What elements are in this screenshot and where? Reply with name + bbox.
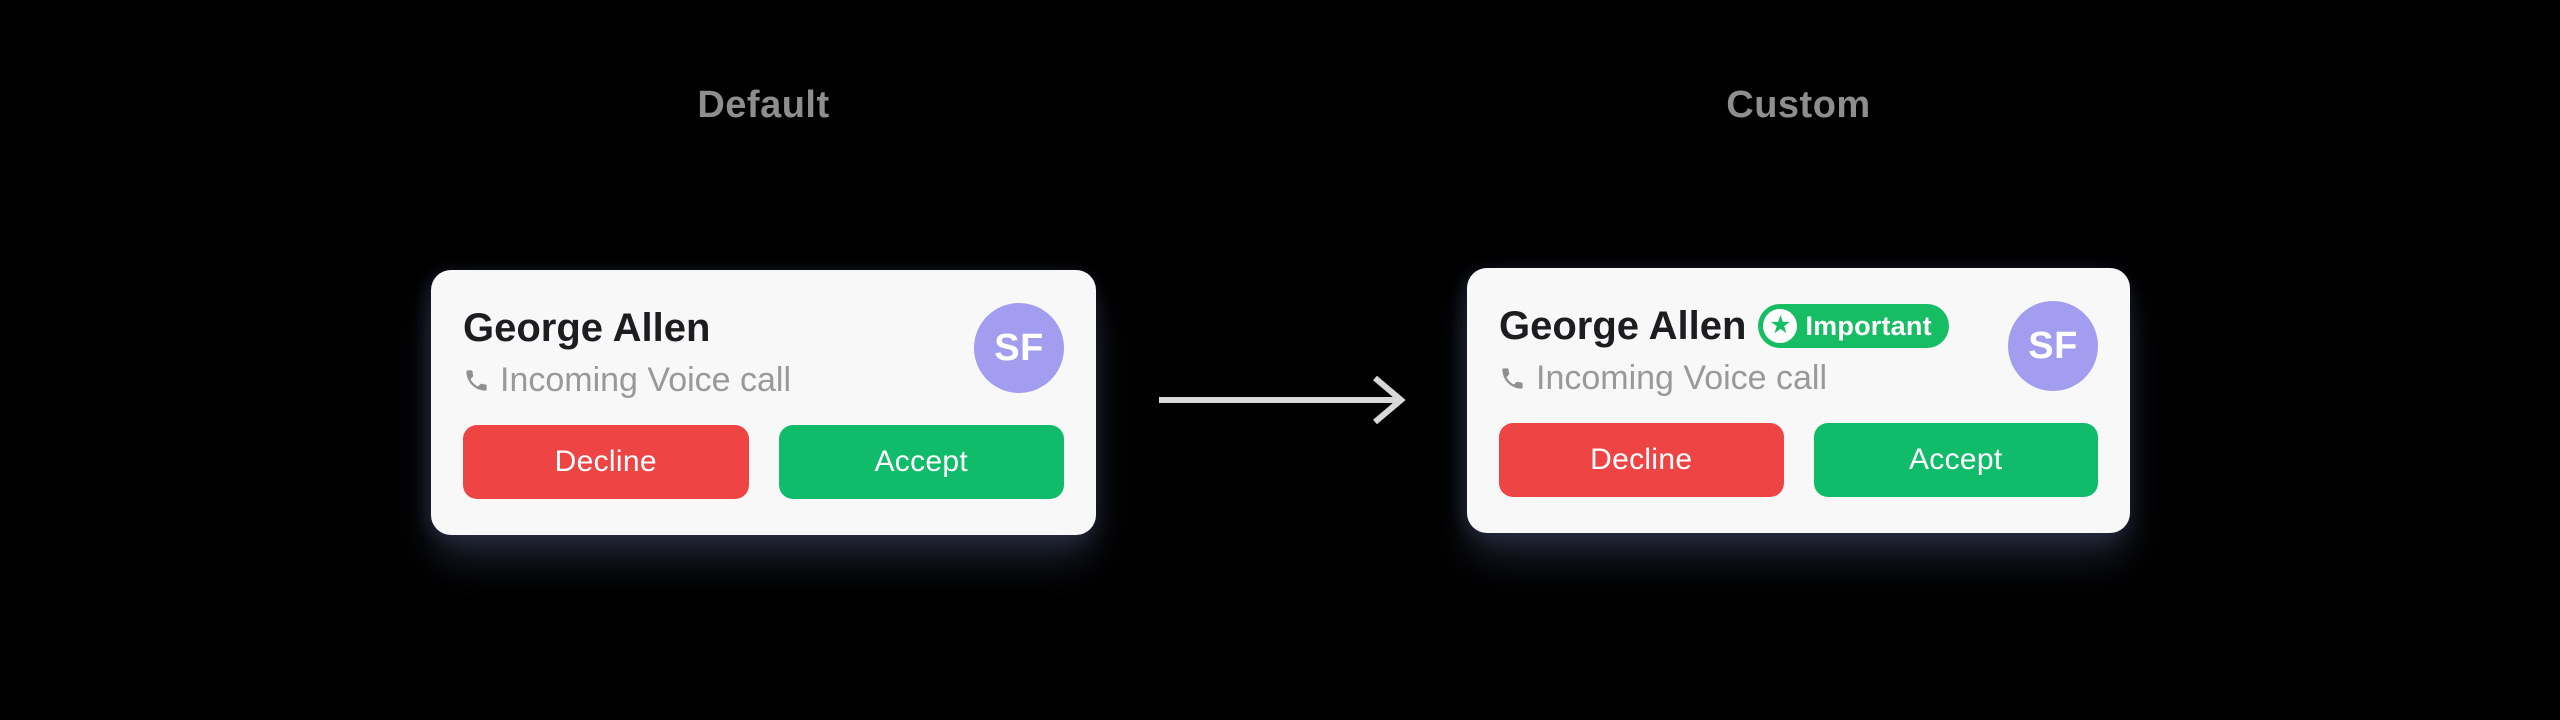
star-icon: ★ [1763,309,1798,343]
section-title-default: Default [697,84,830,126]
badge-label: Important [1805,310,1932,341]
name-row: George Allen [463,306,791,350]
section-title-custom: Custom [1726,84,1871,126]
avatar: SF [2008,301,2098,391]
card-header: George Allen ★ Important Incoming Voice … [1499,301,2098,398]
call-subtitle: Incoming Voice call [1536,359,1828,397]
call-actions: Decline Accept [1499,423,2098,497]
incoming-call-card-custom: George Allen ★ Important Incoming Voice … [1467,268,2130,533]
caller-block: George Allen ★ Important Incoming Voice … [1499,304,1949,398]
caller-name: George Allen [463,306,711,350]
subtitle-row: Incoming Voice call [463,361,791,400]
name-row: George Allen ★ Important [1499,304,1949,348]
decline-button[interactable]: Decline [463,425,749,499]
avatar: SF [974,303,1064,393]
call-subtitle: Incoming Voice call [500,361,792,399]
caller-block: George Allen Incoming Voice call [463,306,791,400]
call-actions: Decline Accept [463,425,1064,499]
accept-button[interactable]: Accept [1813,423,2098,497]
accept-button[interactable]: Accept [778,425,1064,499]
incoming-call-card-default: George Allen Incoming Voice call SF Decl… [431,270,1096,535]
card-header: George Allen Incoming Voice call SF [463,303,1064,400]
caller-name: George Allen [1499,304,1747,348]
arrow-right-icon [1159,375,1406,425]
important-badge: ★ Important [1758,304,1949,348]
phone-icon [463,367,490,394]
phone-icon [1499,365,1526,392]
decline-button[interactable]: Decline [1499,423,1784,497]
subtitle-row: Incoming Voice call [1499,359,1949,398]
